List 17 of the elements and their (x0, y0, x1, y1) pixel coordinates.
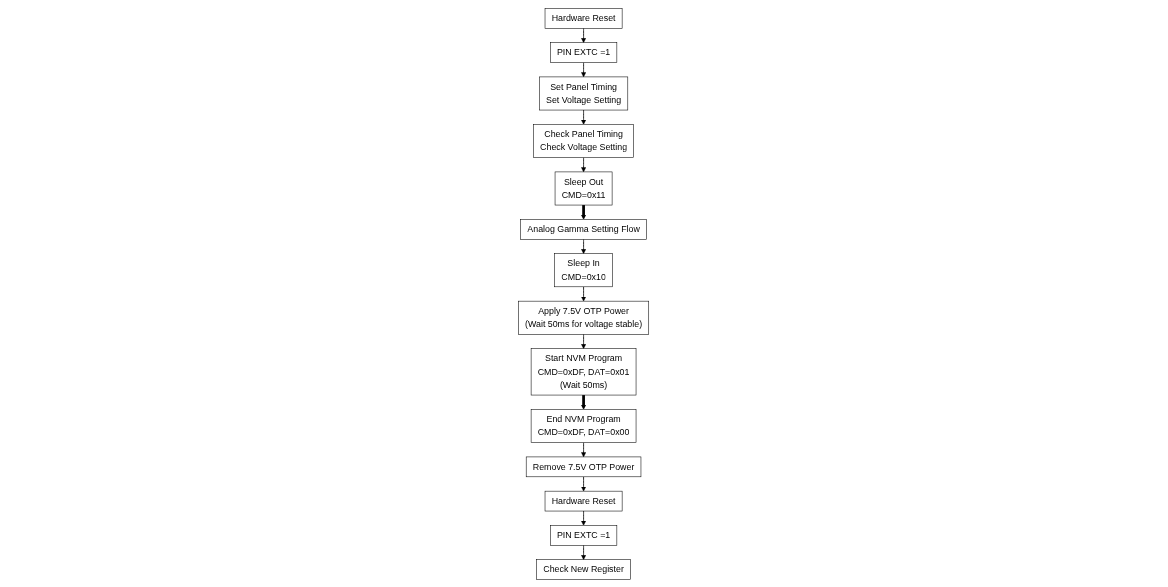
node-box (520, 218, 648, 240)
node-box (545, 490, 623, 511)
flowchart: Hardware Reset PIN EXTC =1 Set Panel Timing Set Voltage Setting Check Panel Timing Check Voltage Setting Sleep Out CMD=0x11 Analog Gamma Setting Flow Sleep In CMD=0x10 Apply 7.5V OTP Power (Wait 50ms for voltage stable) Start NVM Program CMD=0xDF, DAT=0x01 (Wait 50ms) End NVM Program CMD=0xDF, DAT=0x00 Remove 7.5V OTP Power Hardware Reset PIN EXTC =1 Check New Register (514, 3, 654, 584)
node-box (554, 252, 614, 287)
arrow (581, 394, 587, 410)
node-box (550, 524, 618, 546)
node-box (555, 171, 613, 205)
node-box (531, 347, 637, 395)
node-box (536, 558, 632, 580)
node-box (526, 456, 642, 477)
node-box (539, 76, 629, 110)
node-box (545, 7, 623, 29)
node-box (550, 41, 618, 63)
node-box (531, 408, 637, 443)
arrow (581, 204, 587, 220)
node-box (533, 123, 635, 158)
node-box (518, 300, 650, 335)
